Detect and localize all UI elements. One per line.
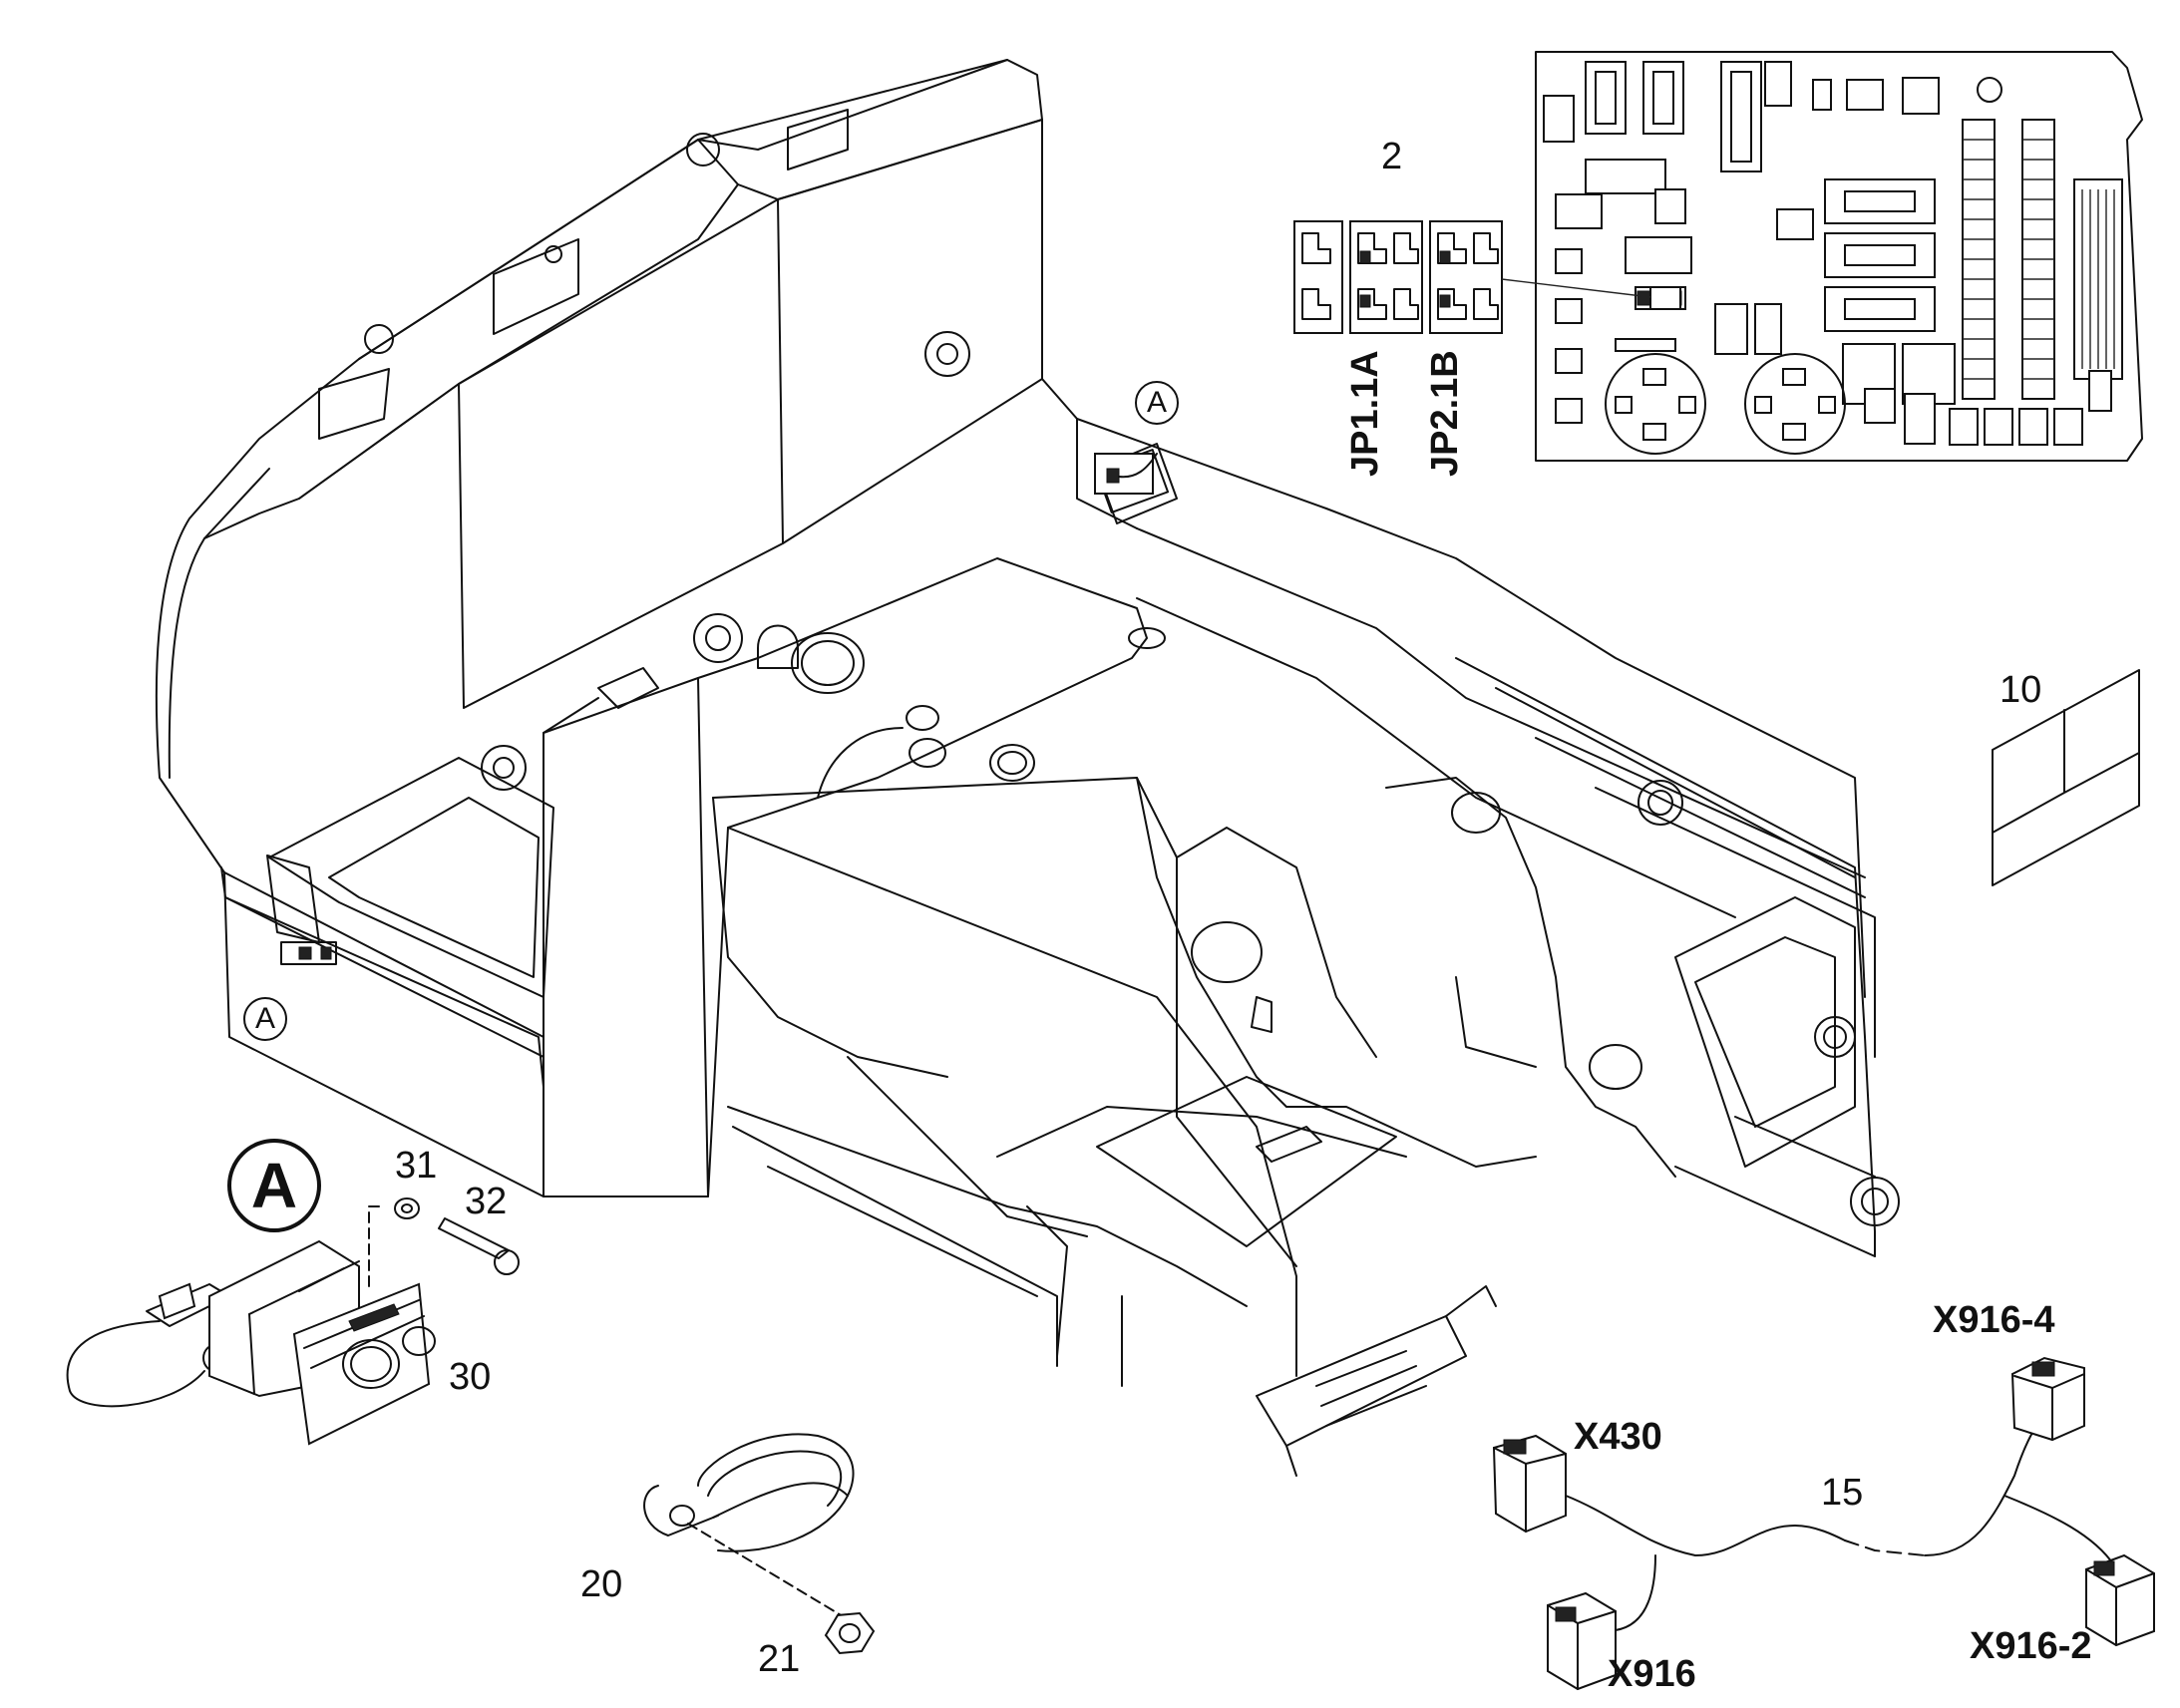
detail-a-marker: A [227, 1139, 321, 1232]
fuse-grid [1962, 119, 2123, 400]
connector-label-x916-2: X916-2 [1970, 1625, 2092, 1667]
callout-15: 15 [1821, 1472, 1864, 1514]
callout-30: 30 [449, 1356, 492, 1398]
callout-31: 31 [395, 1145, 438, 1187]
jumper-label-jp2: JP2.1B [1424, 350, 1466, 477]
jumper-enlargement [1293, 220, 1651, 334]
label-sheet [1992, 669, 2140, 886]
callout-a-side: A [243, 997, 287, 1041]
connector-label-x430: X430 [1574, 1416, 1662, 1458]
jumper-label-jp1: JP1.1A [1344, 350, 1386, 477]
connector-label-x916-4: X916-4 [1933, 1299, 2055, 1341]
wire-harness [1492, 1356, 2155, 1691]
callout-2: 2 [1381, 136, 1403, 177]
switch-box-assembly [66, 1197, 520, 1446]
upper-frame-chassis [155, 59, 1900, 1477]
connector-on-deck [1094, 453, 1158, 495]
connector-label-x916: X916 [1608, 1653, 1696, 1695]
callout-32: 32 [465, 1181, 508, 1222]
clamp-assembly [643, 1433, 876, 1655]
callout-10: 10 [1999, 669, 2042, 711]
callout-a-deck: A [1135, 381, 1179, 425]
circuit-board [1535, 51, 2143, 462]
callout-20: 20 [580, 1563, 623, 1605]
callout-21: 21 [758, 1638, 801, 1680]
